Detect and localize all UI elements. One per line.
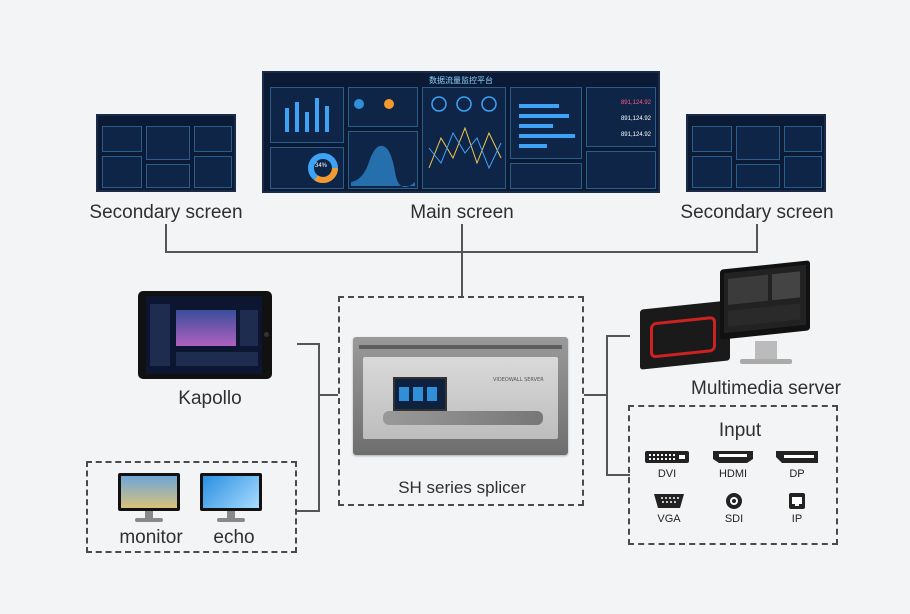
ip-icon	[787, 491, 807, 511]
vga-icon	[652, 491, 686, 511]
monitor-device	[118, 473, 180, 523]
wave-panel	[348, 131, 418, 189]
value-2: 891,124.92	[620, 116, 651, 122]
secondary-screen-left	[96, 114, 236, 192]
hbar-chart-icon	[519, 104, 575, 148]
sdi-icon	[724, 491, 744, 511]
splicer-device: VIDEOWALL SERVER	[353, 337, 568, 455]
value-3: 891,124.92	[620, 132, 651, 138]
wave-chart-icon	[351, 145, 415, 188]
connector-right-down	[756, 224, 758, 252]
hbar-panel	[510, 87, 582, 159]
main-screen-title: 数据流量监控平台	[429, 76, 493, 85]
multimedia-server	[640, 260, 810, 370]
connector-server	[606, 335, 630, 337]
tag-panel	[510, 163, 582, 189]
input-title: Input	[718, 420, 762, 441]
secondary-screen-right-label: Secondary screen	[680, 202, 834, 223]
connector-top-horizontal	[165, 251, 758, 253]
line-chart-icon	[428, 96, 502, 170]
echo-device	[200, 473, 262, 523]
kapollo-tablet	[138, 291, 272, 379]
donut-panel: 34%	[270, 147, 344, 189]
donut-percent: 34%	[315, 163, 328, 169]
sdi-label: SDI	[724, 513, 744, 525]
dp-label: DP	[789, 468, 805, 480]
donut-chart-icon	[308, 153, 338, 183]
connector-splicer-right	[584, 394, 607, 396]
display-box	[86, 461, 297, 553]
echo-label: echo	[213, 527, 255, 548]
value-1: 891,124.92	[620, 100, 651, 106]
connector-input	[606, 474, 630, 476]
list-panel	[586, 151, 656, 189]
splicer-brand: VIDEOWALL SERVER	[493, 377, 544, 383]
kapollo-label: Kapollo	[178, 388, 242, 409]
connector-kapollo	[297, 343, 319, 345]
main-screen-label: Main screen	[410, 202, 514, 223]
stat-panel	[348, 87, 418, 127]
connector-right-vertical	[606, 335, 608, 475]
bar-panel	[270, 87, 344, 143]
connector-left-to-splicer	[318, 394, 338, 396]
monitor-label: monitor	[119, 527, 183, 548]
splicer-display	[393, 377, 447, 411]
dp-icon	[774, 449, 820, 465]
multimedia-server-label: Multimedia server	[691, 378, 841, 399]
bar-chart-icon	[285, 98, 329, 132]
dvi-icon	[643, 449, 691, 465]
secondary-screen-right	[686, 114, 826, 192]
splicer-box	[338, 296, 584, 506]
ip-label: IP	[791, 513, 803, 525]
connector-left-down	[165, 224, 167, 252]
connector-main-down	[461, 224, 463, 296]
connector-left-vertical	[318, 343, 320, 511]
value-panel: 891,124.92 891,124.92 891,124.92	[586, 87, 656, 147]
hdmi-label: HDMI	[718, 468, 748, 480]
line-panel	[422, 87, 506, 189]
dvi-label: DVI	[657, 468, 677, 480]
splicer-label: SH series splicer	[398, 478, 526, 497]
main-screen: 数据流量监控平台 34%	[262, 71, 660, 193]
secondary-screen-left-label: Secondary screen	[89, 202, 243, 223]
input-box	[628, 405, 838, 545]
vga-label: VGA	[657, 513, 681, 525]
hdmi-icon	[711, 449, 755, 465]
connector-monitor	[297, 510, 320, 512]
